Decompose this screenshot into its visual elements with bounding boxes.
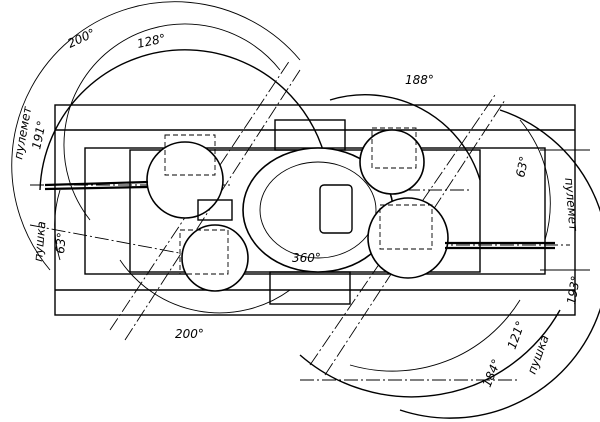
turret-right-rear [367, 197, 449, 279]
label-128: 128° [136, 31, 167, 51]
label-184: 184° [480, 357, 504, 389]
turret-right-front [359, 129, 425, 195]
label-gun-left: пушка [31, 221, 48, 263]
label-gun-right: пушка [525, 333, 552, 376]
label-188: 188° [405, 73, 434, 87]
hatch-bottom [269, 271, 351, 305]
arc-200-bottom [119, 259, 291, 314]
arc-191 [11, 1, 301, 271]
label-63-left: 63° [53, 232, 69, 254]
main-turret-inner [259, 161, 377, 259]
turret-right-rear-ring [379, 204, 433, 250]
arc-128 [63, 23, 281, 221]
hull-outline [54, 104, 576, 316]
right-gun-barrel [445, 241, 555, 250]
label-63-right: 63° [513, 155, 531, 179]
arc-184 [299, 309, 561, 398]
arc-188 [329, 94, 481, 181]
axis-left-gun [29, 224, 191, 256]
barrels [44, 180, 555, 250]
label-200-bottom: 200° [175, 327, 204, 341]
turret-left-rear [181, 224, 249, 292]
traverse-arcs [11, 1, 600, 419]
turret-right-front-ring [371, 127, 417, 169]
label-360: 360° [292, 251, 321, 265]
arc-63-left [54, 189, 61, 261]
left-box [197, 199, 233, 221]
turrets [146, 127, 449, 292]
arc-63-right [519, 119, 551, 241]
label-200-top: 200° [65, 26, 97, 51]
label-191: 191° [29, 119, 49, 150]
arc-121 [349, 299, 521, 372]
turret-left-front-ring [164, 134, 216, 176]
arc-200-top [39, 49, 331, 201]
hatch-top [274, 119, 346, 151]
main-turret-hatch [319, 184, 353, 234]
label-193: 193° [564, 275, 583, 306]
labels: 200° 128° 188° 191° пулемет пушка 63° 63… [11, 26, 583, 389]
label-mg-right: пулемет [562, 177, 581, 232]
turret-left-rear-ring [179, 229, 229, 275]
turret-left-front [146, 141, 224, 219]
label-121: 121° [505, 319, 528, 351]
left-mg-barrel [44, 180, 149, 191]
arc-193 [399, 109, 600, 419]
